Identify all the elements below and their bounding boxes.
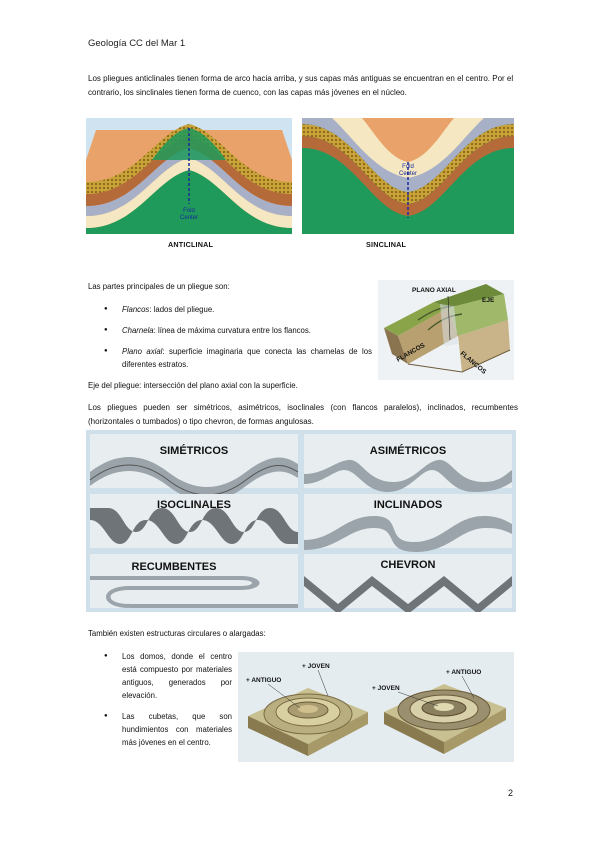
syncline-block: Fold Center bbox=[302, 118, 514, 234]
eje-label: EJE bbox=[482, 297, 495, 304]
syncline-fold-center-line2: Center bbox=[399, 171, 417, 177]
panel-label: CHEVRON bbox=[380, 559, 435, 571]
types-paragraph: Los pliegues pueden ser simétricos, asim… bbox=[88, 403, 518, 426]
basin-antiguo-label: + ANTIGUO bbox=[446, 669, 481, 676]
panel-label: RECUMBENTES bbox=[132, 561, 217, 573]
circular-heading: También existen estructuras circulares o… bbox=[88, 629, 266, 638]
parts-list: Flancos: lados del pliegue. Charnela: lí… bbox=[100, 303, 372, 379]
anticline-fold-center-line2: Center bbox=[180, 215, 198, 221]
anticline-label: ANTICLINAL bbox=[168, 240, 214, 249]
panel-asimetricos: ASIMÉTRICOS bbox=[304, 434, 512, 492]
page-number: 2 bbox=[508, 788, 514, 798]
panel-chevron: CHEVRON bbox=[304, 554, 512, 612]
anticline-fold-center-line1: Fold bbox=[183, 208, 195, 214]
circular-list: Los domos, donde el centro está compuest… bbox=[100, 650, 232, 757]
syncline-label: SINCLINAL bbox=[366, 240, 407, 249]
basin-joven-label: + JOVEN bbox=[372, 685, 400, 692]
fold-block-figure: PLANO AXIAL EJE FLANCOS FLANCOS bbox=[378, 280, 514, 380]
dome-block: + JOVEN + ANTIGUO bbox=[246, 663, 368, 756]
intro-paragraph: Los pliegues anticlinales tienen forma d… bbox=[88, 74, 514, 97]
panel-isoclinales: ISOCLINALES bbox=[90, 494, 298, 548]
panel-recumbentes: RECUMBENTES bbox=[90, 554, 298, 608]
list-item-text: Los domos, donde el centro está compuest… bbox=[122, 652, 232, 700]
list-item: Plano axial: superficie imaginaria que c… bbox=[100, 345, 372, 371]
list-item: Las cubetas, que son hundimientos con ma… bbox=[100, 710, 232, 749]
parts-heading: Las partes principales de un pliegue son… bbox=[88, 282, 230, 291]
anticline-syncline-figure: Fold Center Fold Center bbox=[86, 118, 514, 234]
list-item: Flancos: lados del pliegue. bbox=[100, 303, 372, 316]
list-item: Charnela: línea de máxima curvatura entr… bbox=[100, 324, 372, 337]
term-desc: : superficie imaginaria que conecta las … bbox=[122, 347, 372, 369]
panel-label: SIMÉTRICOS bbox=[160, 444, 228, 457]
basin-block: + ANTIGUO + JOVEN bbox=[372, 669, 506, 754]
axis-definition: Eje del pliegue: intersección del plano … bbox=[88, 381, 298, 390]
term: Plano axial bbox=[122, 347, 163, 356]
term-desc: : línea de máxima curvatura entre los fl… bbox=[153, 326, 311, 335]
panel-label: INCLINADOS bbox=[374, 499, 442, 511]
anticline-block: Fold Center bbox=[86, 118, 292, 234]
dome-antiguo-label: + ANTIGUO bbox=[246, 677, 281, 684]
panel-simetricos: SIMÉTRICOS bbox=[89, 434, 299, 501]
dome-basin-figure: + JOVEN + ANTIGUO + ANTIGUO + JOVEN bbox=[238, 652, 514, 762]
plano-axial-label: PLANO AXIAL bbox=[412, 287, 456, 294]
term-desc: : lados del pliegue. bbox=[149, 305, 215, 314]
syncline-fold-center-line1: Fold bbox=[402, 164, 414, 170]
fold-types-figure: SIMÉTRICOS ASIMÉTRICOS ISOCLINALES INCLI… bbox=[86, 430, 516, 612]
panel-inclinados: INCLINADOS bbox=[304, 494, 512, 552]
list-item: Los domos, donde el centro está compuest… bbox=[100, 650, 232, 702]
term: Charnela bbox=[122, 326, 154, 335]
list-item-text: Las cubetas, que son hundimientos con ma… bbox=[122, 712, 232, 747]
panel-label: ASIMÉTRICOS bbox=[370, 444, 446, 457]
dome-joven-label: + JOVEN bbox=[302, 663, 330, 670]
panel-label: ISOCLINALES bbox=[157, 499, 231, 511]
page-header: Geología CC del Mar 1 bbox=[88, 38, 186, 49]
term: Flancos bbox=[122, 305, 150, 314]
